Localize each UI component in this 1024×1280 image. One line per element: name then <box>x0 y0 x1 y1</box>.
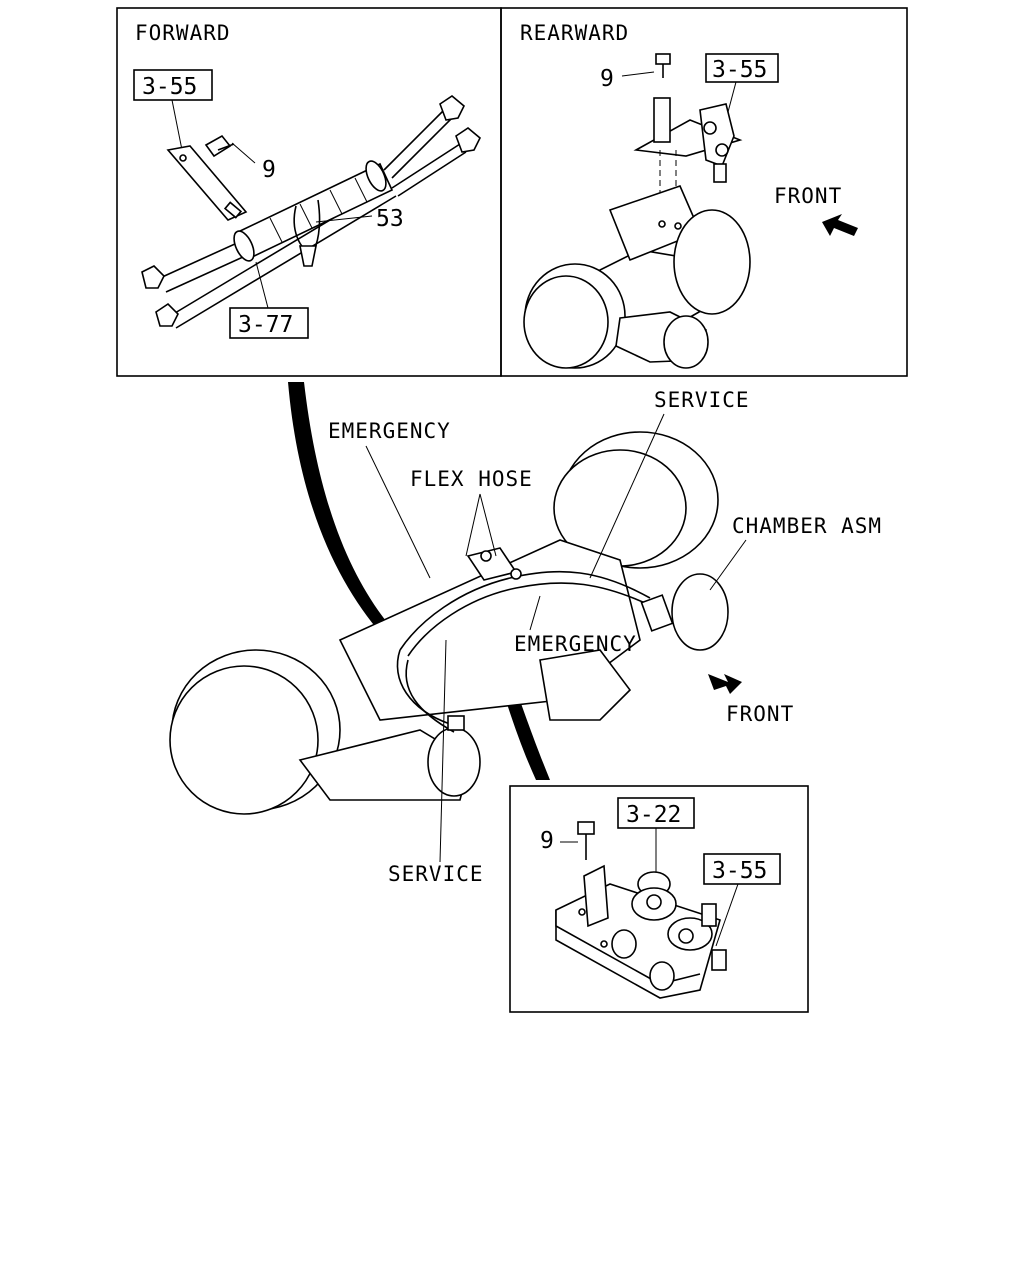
detail-panel-frame <box>509 785 809 1013</box>
valve-bracket-icon <box>633 97 743 183</box>
rearward-ref-box <box>705 53 779 83</box>
forward-ref-box-bottom <box>229 307 309 339</box>
leader-swoosh <box>288 382 412 656</box>
detail-ref-fitting: 3-55 <box>712 858 767 884</box>
forward-title: FORWARD <box>135 21 231 45</box>
main-view: EMERGENCY FLEX HOSE SERVICE CHAMBER ASM … <box>169 382 882 886</box>
front-arrow-icon <box>822 214 858 236</box>
axle-assembly-icon <box>169 431 729 815</box>
relay-valve-icon <box>555 864 727 999</box>
rearward-panel-frame <box>500 7 908 377</box>
hose-bundle-icon <box>141 95 481 329</box>
emergency-label-mid: EMERGENCY <box>514 632 637 656</box>
forward-ref-top: 3-55 <box>142 74 197 100</box>
detail-ref-box-fitting <box>703 853 781 885</box>
bolt-icon <box>655 53 671 78</box>
rearward-panel: REARWARD 9 3-55 <box>500 7 908 377</box>
rearward-title: REARWARD <box>520 21 629 45</box>
rearward-front-label: FRONT <box>774 184 842 208</box>
flex-hose-label: FLEX HOSE <box>410 467 533 491</box>
emergency-label-top: EMERGENCY <box>328 419 451 443</box>
main-front-label: FRONT <box>726 702 794 726</box>
forward-ref-box-top <box>133 69 213 101</box>
forward-panel: FORWARD 3-55 9 <box>116 7 502 377</box>
forward-ref-bottom: 3-77 <box>238 312 293 338</box>
service-label-bottom: SERVICE <box>388 862 484 886</box>
bracket-plate-icon <box>166 145 248 221</box>
detail-ref-valve: 3-22 <box>626 802 681 828</box>
bolt-icon <box>204 134 235 158</box>
bolt-icon <box>577 821 595 860</box>
front-arrow-icon <box>708 674 742 694</box>
forward-callout-clip: 53 <box>376 206 404 232</box>
rearward-callout-bolt: 9 <box>600 66 614 92</box>
forward-callout-bolt: 9 <box>262 157 276 183</box>
axle-housing-icon <box>523 185 751 369</box>
hose-clip-icon <box>293 199 321 267</box>
detail-panel: 3-22 3-55 9 <box>509 785 809 1013</box>
detail-callout-bolt: 9 <box>540 828 554 854</box>
chamber-asm-label: CHAMBER ASM <box>732 514 882 538</box>
service-label-top: SERVICE <box>654 388 750 412</box>
brake-hoses-icon <box>396 547 674 733</box>
rearward-ref: 3-55 <box>712 57 767 83</box>
